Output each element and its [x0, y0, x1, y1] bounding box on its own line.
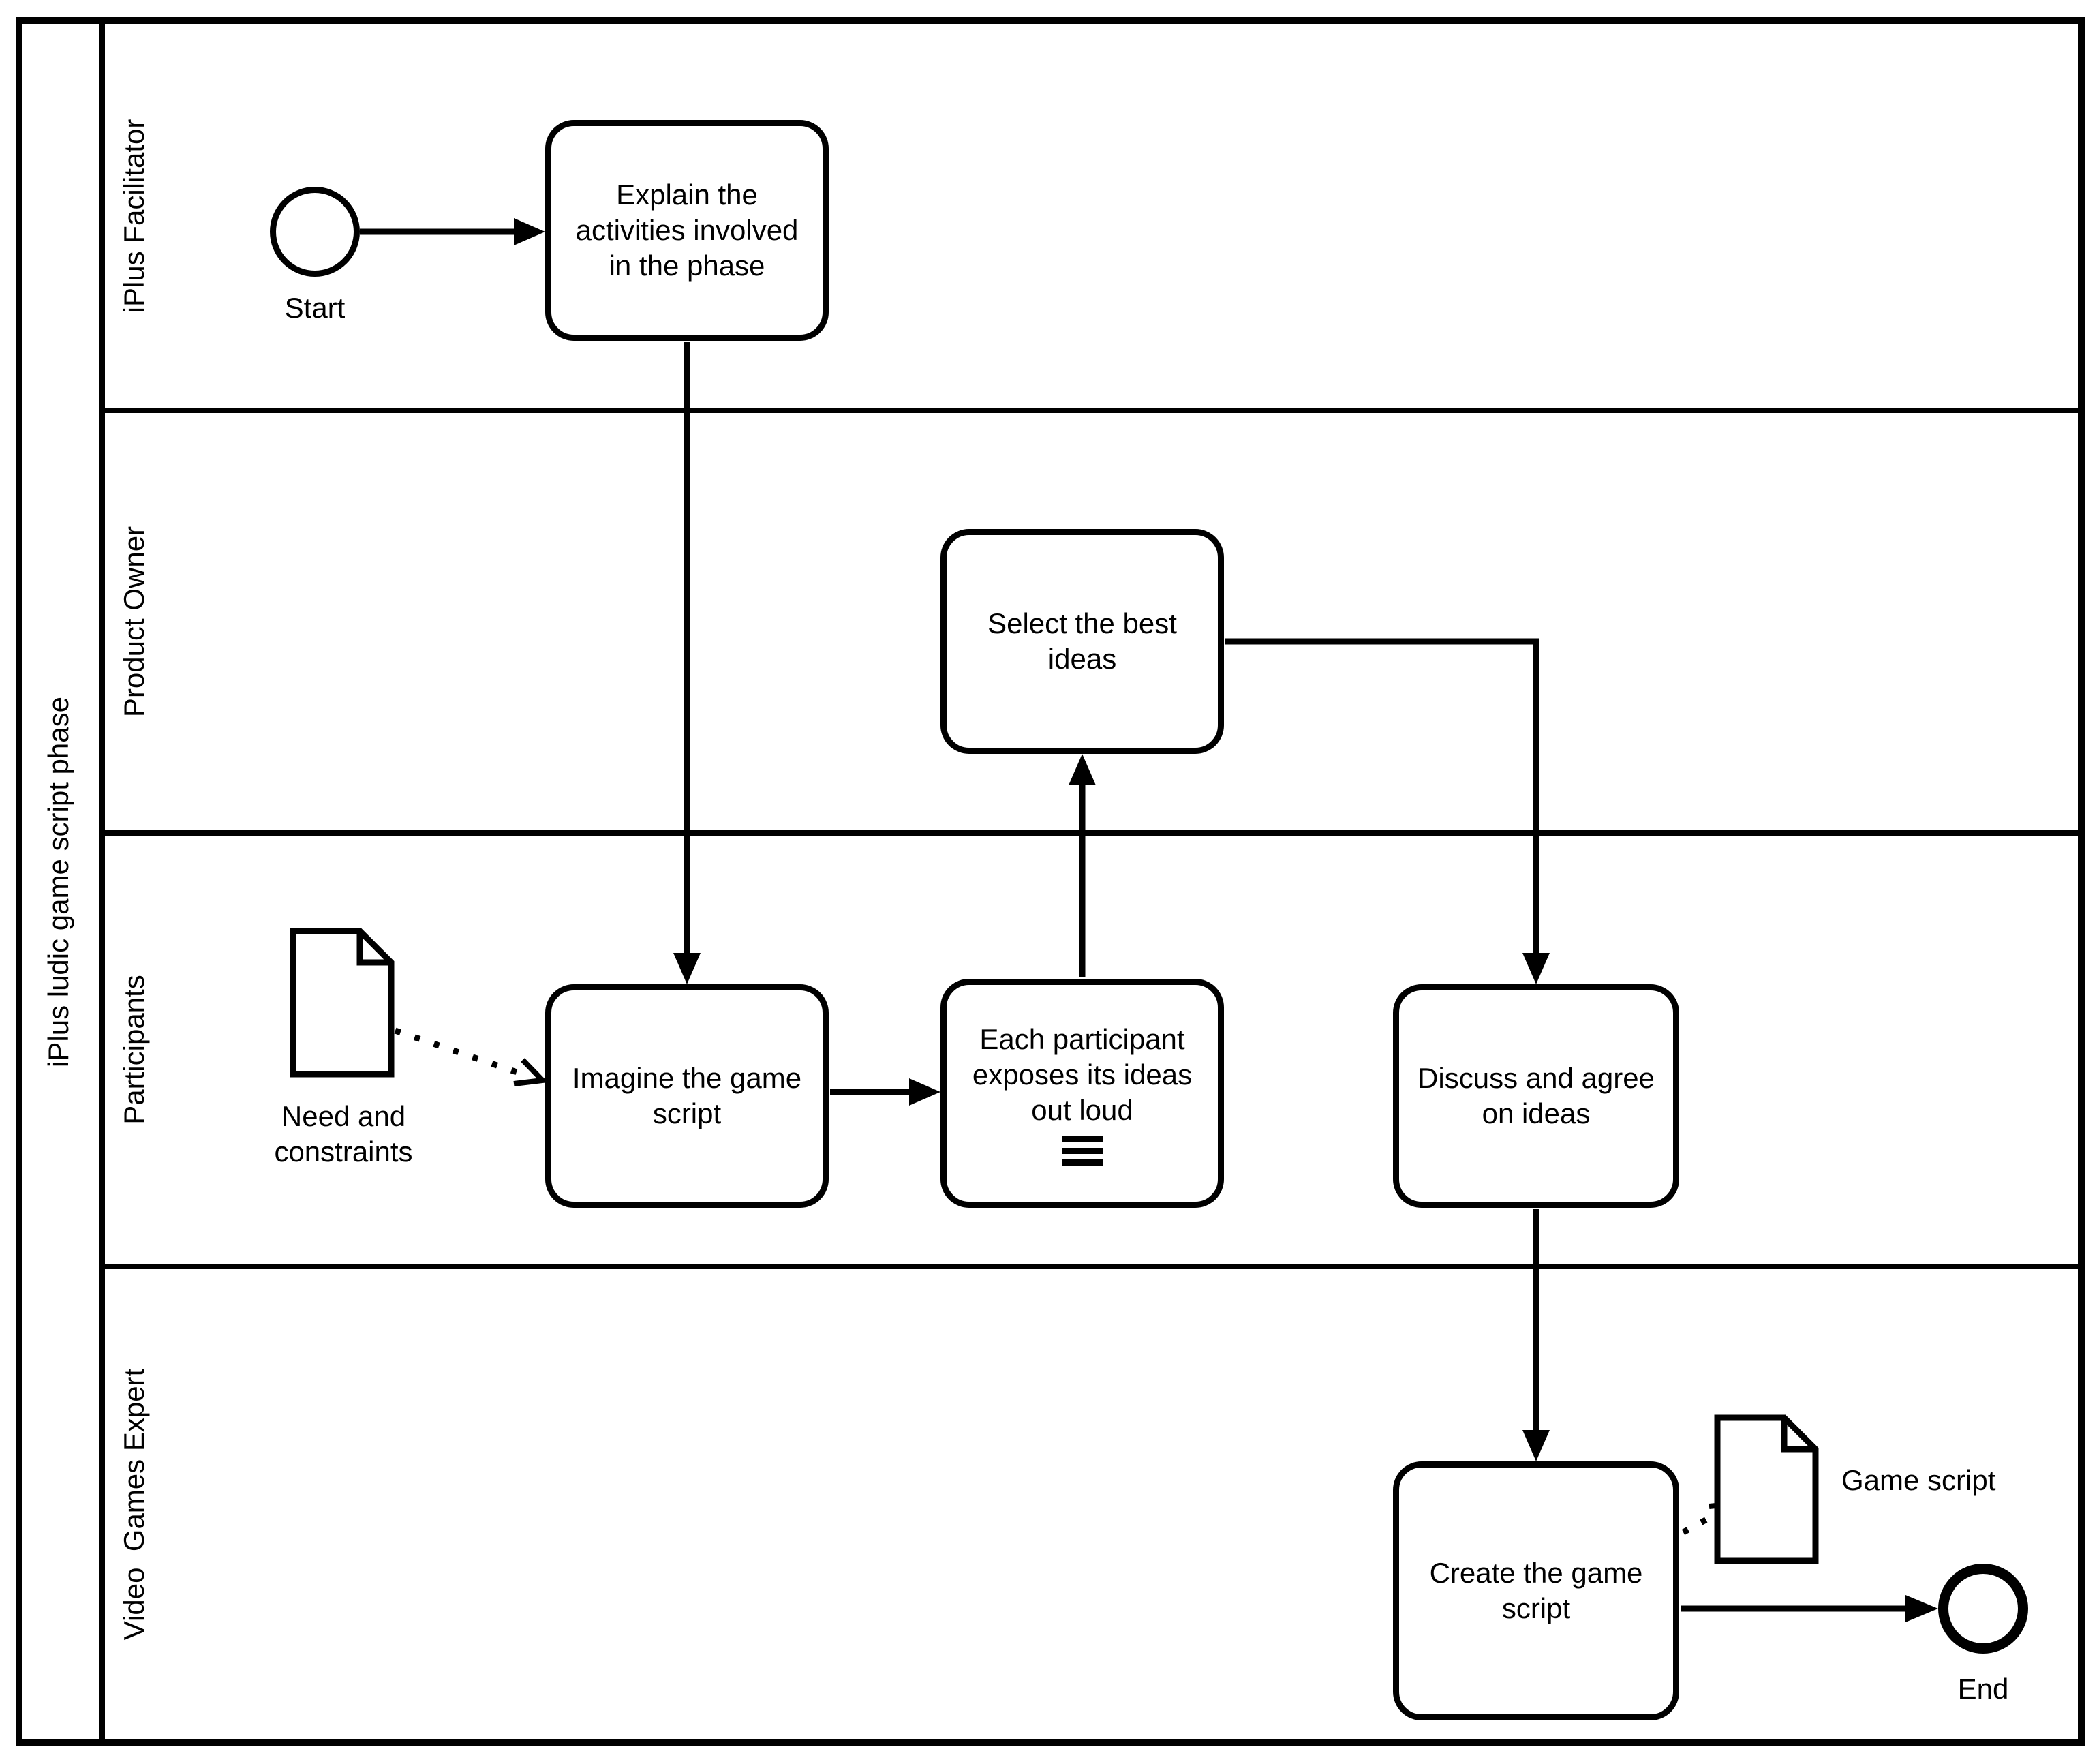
pool-label: iPlus ludic game script phase — [42, 697, 74, 1067]
flow-discuss-to-create — [1522, 1209, 1550, 1461]
end-event-circle — [1938, 1564, 2028, 1654]
task-create-game-script-label: Create the game script — [1429, 1557, 1643, 1624]
task-expose-ideas-label: Each participant exposes its ideas out l… — [972, 1022, 1193, 1126]
end-event-label: End — [1957, 1673, 2009, 1705]
flow-start-to-explain — [360, 218, 545, 245]
flow-select-to-discuss — [1225, 638, 1550, 984]
data-object-need-constraints-label: Need and constraints — [274, 1100, 413, 1168]
lane-dividers — [102, 408, 2081, 1269]
task-explain-activities: Explain the activities involved in the p… — [545, 120, 829, 341]
start-event-label: Start — [284, 292, 346, 324]
task-imagine-game-script: Imagine the game script — [545, 984, 829, 1208]
lane-label-video-games-expert: Video Games Expert — [118, 1368, 150, 1641]
task-expose-ideas: Each participant exposes its ideas out l… — [940, 979, 1224, 1208]
pool-border — [16, 17, 2085, 1746]
task-create-game-script: Create the game script — [1393, 1461, 1679, 1720]
task-discuss-agree-ideas-label: Discuss and agree on ideas — [1418, 1062, 1655, 1129]
lane-label-product-owner: Product Owner — [118, 526, 150, 718]
task-imagine-game-script-label: Imagine the game script — [572, 1062, 802, 1129]
flow-imagine-to-expose — [830, 1078, 940, 1106]
sequential-multi-instance-icon — [1062, 1136, 1103, 1166]
flow-expose-to-select — [1069, 754, 1096, 977]
association-need-to-imagine — [394, 1027, 549, 1086]
task-select-best-ideas-label: Select the best ideas — [987, 607, 1177, 675]
start-event-circle — [270, 187, 360, 277]
task-select-best-ideas: Select the best ideas — [940, 529, 1224, 754]
document-icon-game-script — [1714, 1414, 1819, 1564]
task-explain-activities-label: Explain the activities involved in the p… — [575, 179, 799, 282]
data-object-game-script-label: Game script — [1841, 1464, 1996, 1496]
flow-create-to-end — [1681, 1595, 1938, 1622]
task-discuss-agree-ideas: Discuss and agree on ideas — [1393, 984, 1679, 1208]
document-icon-need-and-constraints — [290, 928, 395, 1078]
lane-label-participants: Participants — [118, 975, 150, 1125]
flow-explain-to-imagine — [673, 342, 701, 984]
